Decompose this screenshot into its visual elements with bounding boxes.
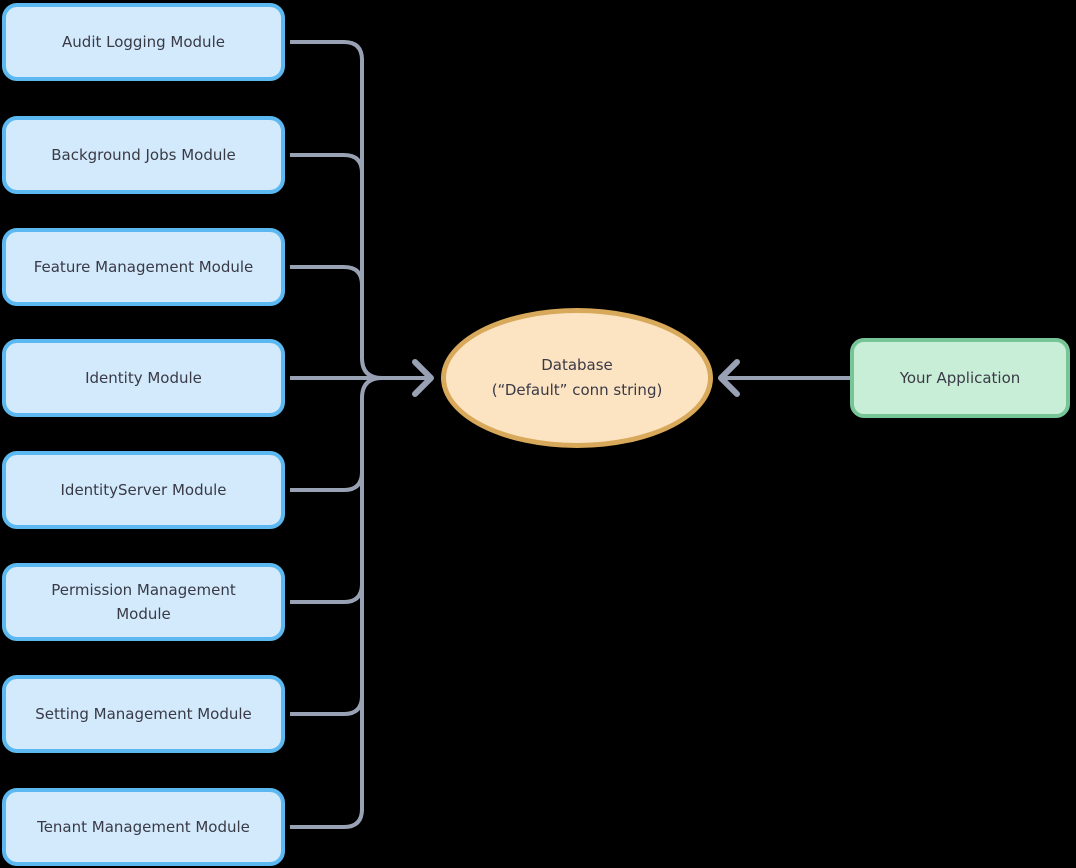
module-label: Identity Module xyxy=(85,369,202,387)
connector-branch-tenant-management xyxy=(290,808,364,829)
module-box-identityserver: IdentityServer Module xyxy=(2,451,285,529)
module-label: Audit Logging Module xyxy=(62,33,225,51)
connector-branch-permission-management xyxy=(290,583,364,604)
module-label: IdentityServer Module xyxy=(60,481,227,499)
module-label: Feature Management Module xyxy=(33,258,254,276)
module-box-tenant-management: Tenant Management Module xyxy=(2,788,285,866)
database-title: Database xyxy=(541,356,613,374)
module-box-identity: Identity Module xyxy=(2,339,285,417)
database-subtitle: (“Default” conn string) xyxy=(491,381,663,399)
left-arrowhead-icon xyxy=(412,359,434,397)
connector-trunk-upper xyxy=(360,58,383,380)
module-label: Permission Management Module xyxy=(51,581,236,623)
module-box-background-jobs: Background Jobs Module xyxy=(2,116,285,194)
module-label: Tenant Management Module xyxy=(37,818,250,836)
module-box-audit-logging: Audit Logging Module xyxy=(2,3,285,81)
application-label: Your Application xyxy=(899,369,1021,387)
application-box: Your Application xyxy=(850,338,1070,418)
connector-branch-identityserver xyxy=(290,471,364,492)
module-label: Background Jobs Module xyxy=(51,146,236,164)
database-node: Database (“Default” conn string) xyxy=(441,308,713,448)
module-label: Setting Management Module xyxy=(35,705,252,723)
connector-branch-background-jobs xyxy=(290,153,364,174)
module-box-feature-management: Feature Management Module xyxy=(2,228,285,306)
connector-branch-setting-management xyxy=(290,695,364,716)
module-box-permission-management: Permission Management Module xyxy=(2,563,285,641)
connector-branch-feature-management xyxy=(290,265,364,286)
right-arrowhead-icon xyxy=(718,359,740,397)
connector-trunk-lower xyxy=(360,376,383,811)
module-box-setting-management: Setting Management Module xyxy=(2,675,285,753)
connector-branch-audit-logging xyxy=(290,40,364,61)
